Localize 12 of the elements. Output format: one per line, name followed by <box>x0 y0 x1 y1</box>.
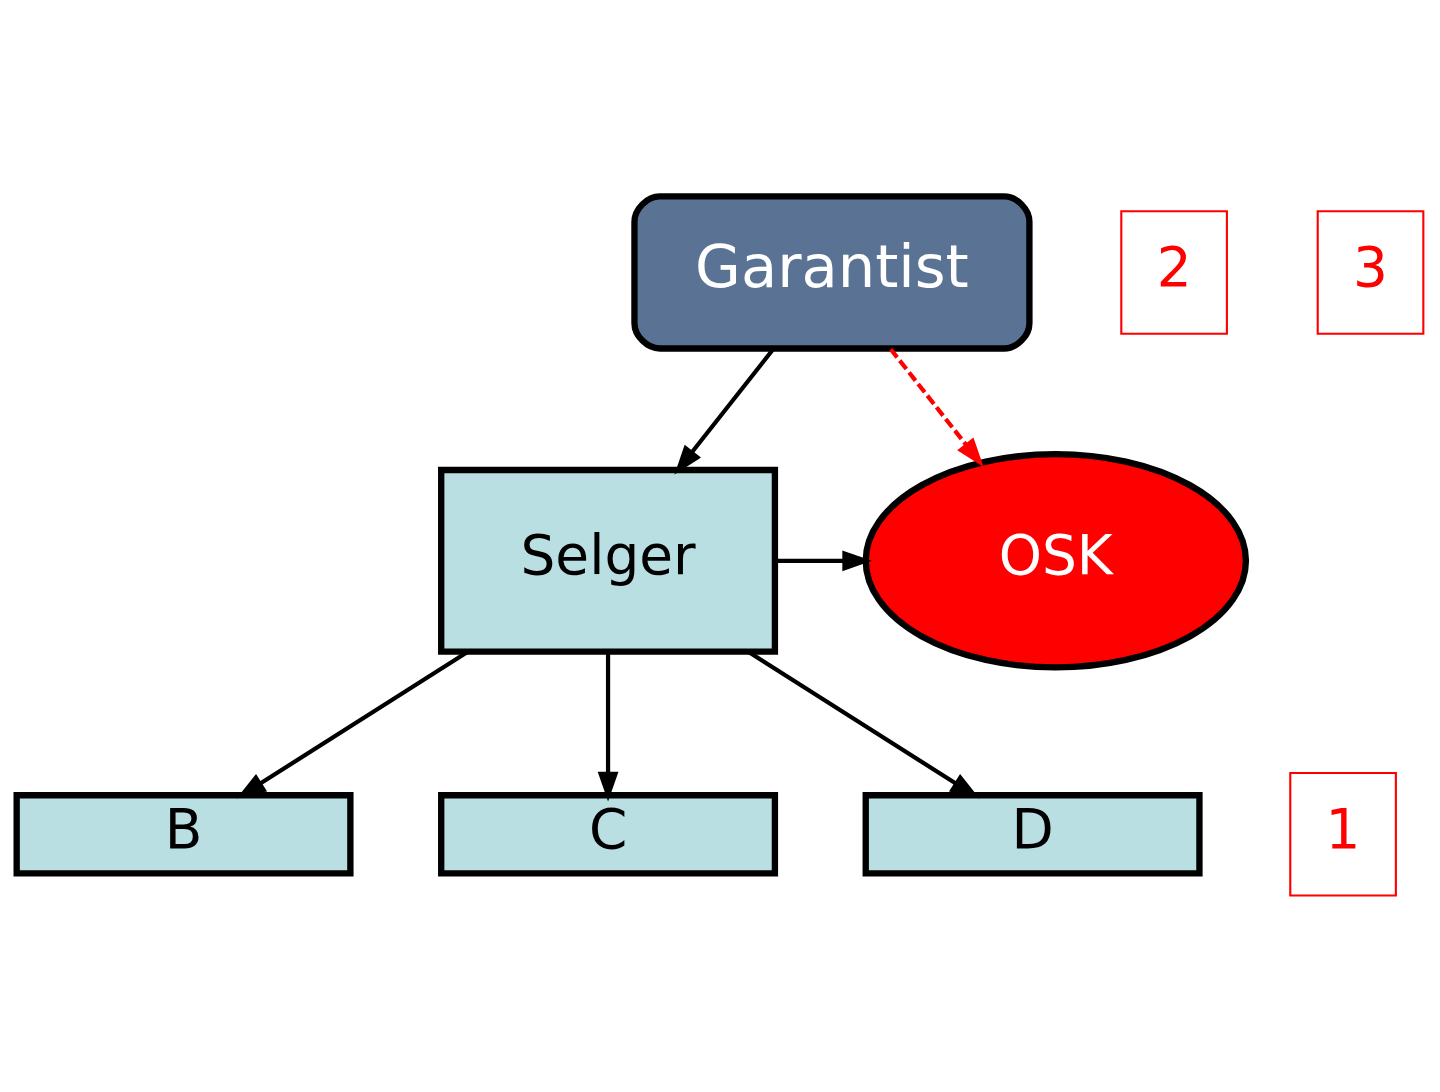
arrow <box>889 347 984 468</box>
node-box: Selger <box>438 466 779 655</box>
node-box: Garantist <box>631 193 1033 352</box>
node-box: 2 <box>1120 210 1228 335</box>
node-box: B <box>13 792 354 877</box>
arrow <box>775 550 872 572</box>
arrow <box>597 651 619 802</box>
node-box: D <box>862 792 1203 877</box>
node-box: C <box>438 792 779 877</box>
node-box: 1 <box>1289 772 1397 897</box>
node-box: 3 <box>1316 210 1425 335</box>
node-ellipse: OSK <box>862 450 1250 671</box>
